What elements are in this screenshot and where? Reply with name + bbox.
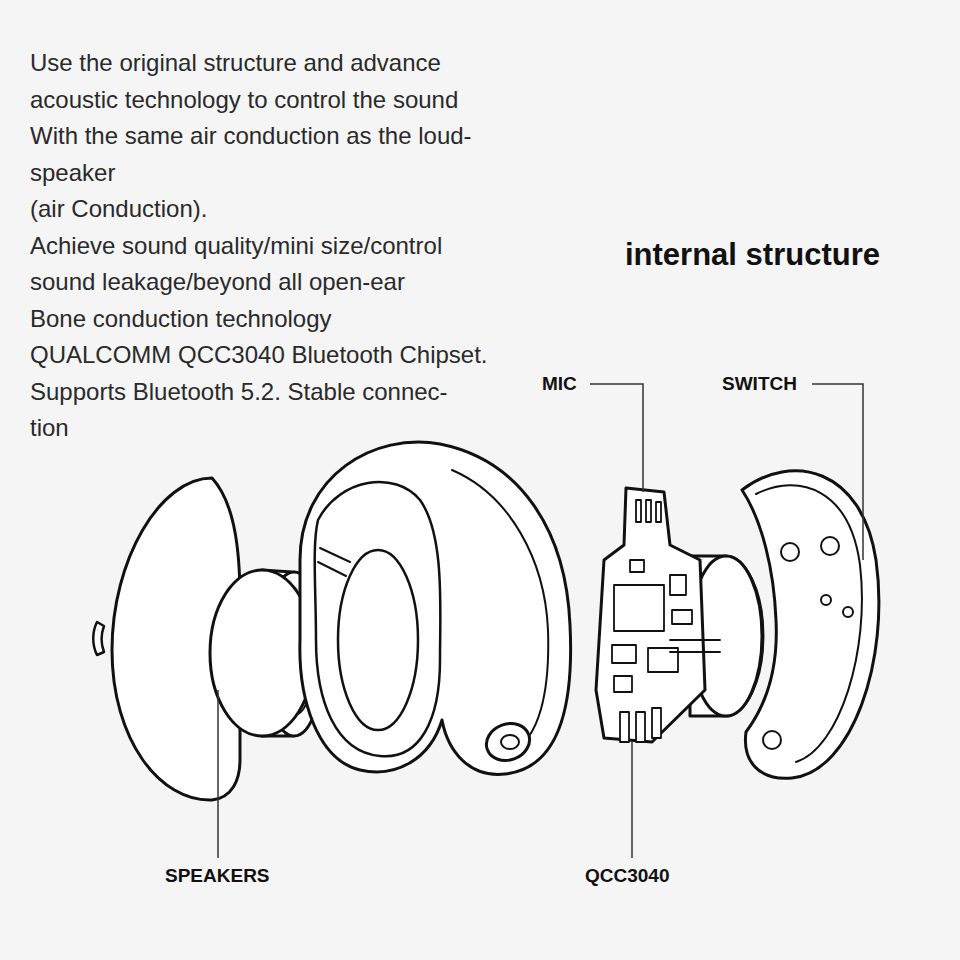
description-line: With the same air conduction as the loud… xyxy=(30,122,472,150)
leader-line xyxy=(590,384,643,492)
board-slot xyxy=(656,502,661,522)
component xyxy=(670,575,686,595)
part-name: QCC3040 xyxy=(585,865,670,887)
leader-line xyxy=(812,384,863,560)
housing-post xyxy=(320,548,350,562)
description-line: Achieve sound quality/mini size/control xyxy=(30,232,442,260)
connector-pin xyxy=(636,712,645,742)
housing-frame xyxy=(315,482,441,756)
component xyxy=(612,645,636,663)
component xyxy=(630,560,644,572)
connector-pin xyxy=(652,708,661,738)
leader-line xyxy=(217,690,219,858)
description-line: (air Conduction). xyxy=(30,195,207,223)
component xyxy=(614,676,632,692)
description-line: speaker xyxy=(30,159,115,187)
sound-nozzle-hole xyxy=(501,735,519,749)
inner-shell xyxy=(742,471,879,778)
diagram-title: internal structure xyxy=(625,237,880,273)
description-line: tion xyxy=(30,414,69,442)
description-line: sound leakage/beyond all open-ear xyxy=(30,268,405,296)
housing-body xyxy=(300,442,571,774)
description-line: Supports Bluetooth 5.2. Stable connec- xyxy=(30,378,448,406)
housing-ridge xyxy=(452,470,548,752)
part-name: SPEAKERS xyxy=(165,865,270,887)
part-name: SWITCH xyxy=(722,373,797,395)
connector-pin xyxy=(620,712,629,742)
housing-inner-ring xyxy=(338,550,418,730)
cap-slot xyxy=(93,622,104,655)
housing-post xyxy=(318,562,346,576)
circuit-board xyxy=(596,488,705,742)
board-strap xyxy=(670,651,720,653)
component xyxy=(672,610,692,624)
chip xyxy=(614,585,664,631)
shell-hole xyxy=(821,537,839,555)
board-strap xyxy=(670,639,720,641)
shell-hole xyxy=(843,607,853,617)
board-slot xyxy=(646,500,651,522)
board-slot xyxy=(636,500,641,522)
description-line: QUALCOMM QCC3040 Bluetooth Chipset. xyxy=(30,341,488,369)
shell-hole xyxy=(763,731,781,749)
shell-rim xyxy=(756,485,862,762)
description-line: Use the original structure and advance xyxy=(30,49,441,77)
sound-nozzle xyxy=(481,718,535,767)
part-name: MIC xyxy=(542,373,577,395)
shell-hole xyxy=(821,595,831,605)
description-line: Bone conduction technology xyxy=(30,305,332,333)
leader-line xyxy=(631,742,633,858)
description-line: acoustic technology to control the sound xyxy=(30,86,458,114)
shell-hole xyxy=(781,543,799,561)
